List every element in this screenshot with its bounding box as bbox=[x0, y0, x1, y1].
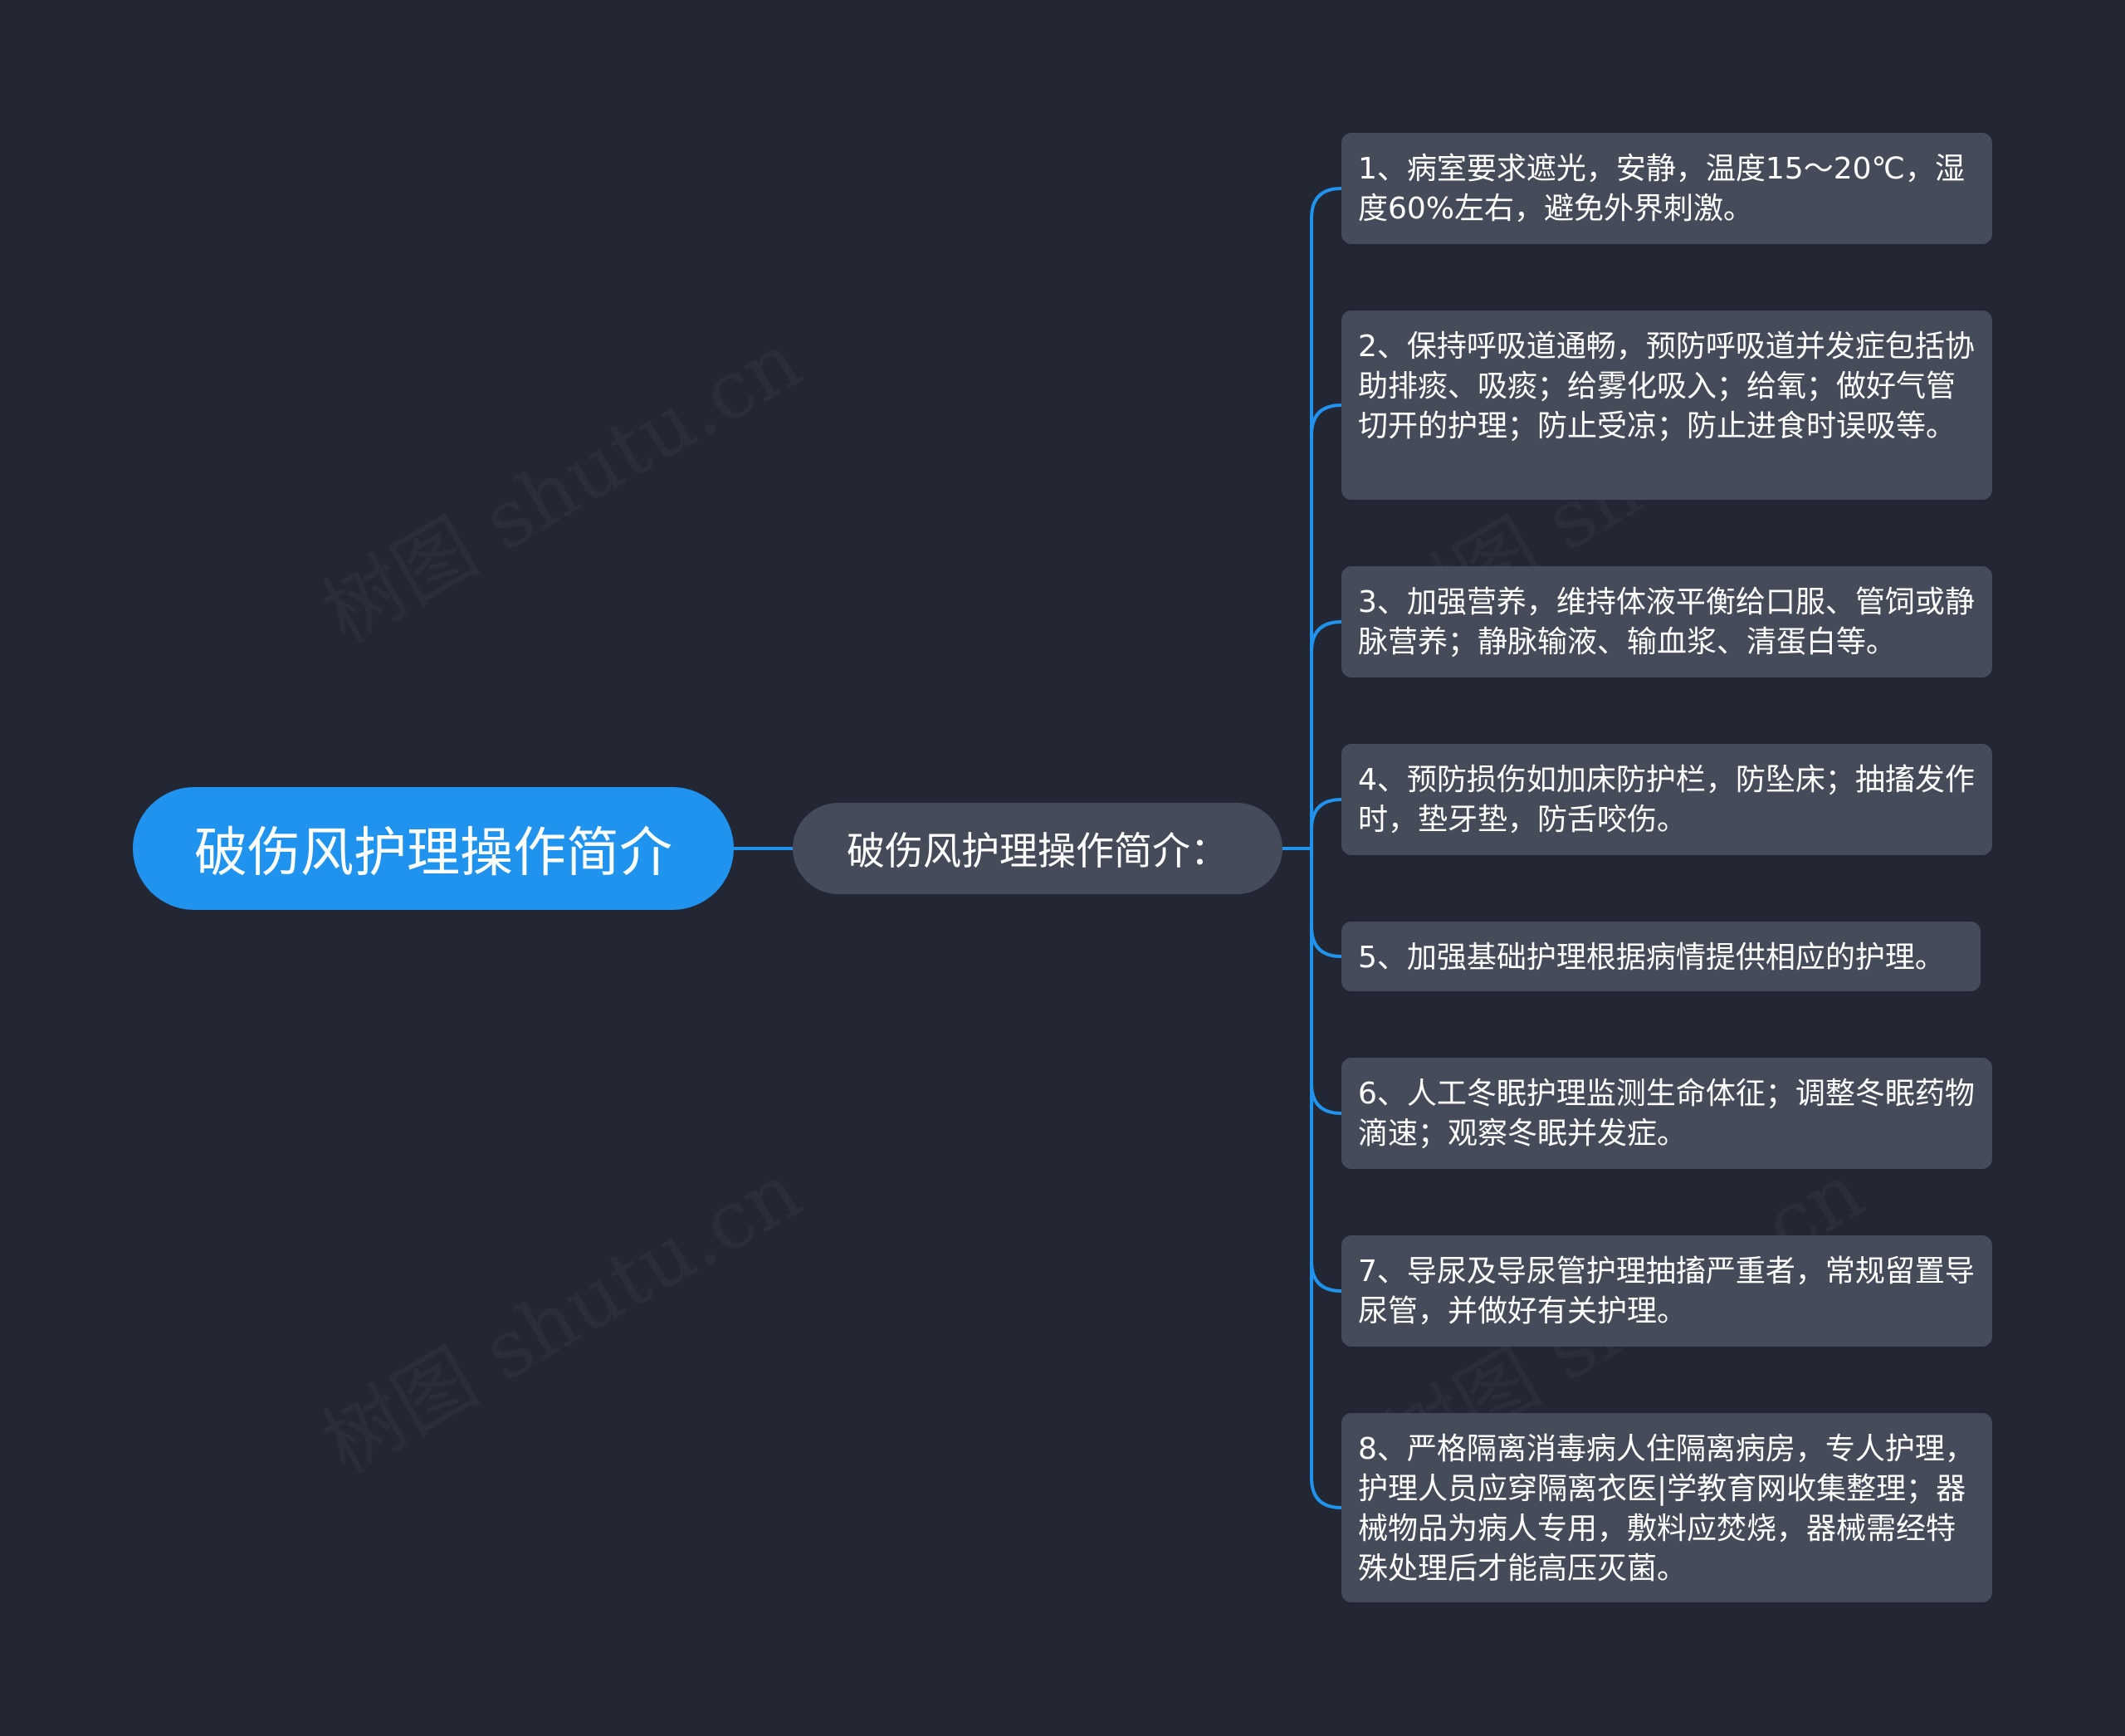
leaf-node-7[interactable]: 7、导尿及导尿管护理抽搐严重者，常规留置导尿管，并做好有关护理。 bbox=[1341, 1235, 1992, 1347]
leaf-node-2[interactable]: 2、保持呼吸道通畅，预防呼吸道并发症包括协助排痰、吸痰；给雾化吸入；给氧；做好气… bbox=[1341, 311, 1992, 500]
leaf-connector-line-5 bbox=[1310, 848, 1342, 958]
leaf-node-label: 5、加强基础护理根据病情提供相应的护理。 bbox=[1358, 941, 1945, 975]
leaf-connector-line-6 bbox=[1310, 848, 1342, 1115]
leaf-connector-line-7 bbox=[1310, 848, 1342, 1293]
leaf-node-8[interactable]: 8、严格隔离消毒病人住隔离病房，专人护理，护理人员应穿隔离衣医|学教育网收集整理… bbox=[1341, 1413, 1992, 1602]
leaf-node-label: 3、加强营养，维持体液平衡给口服、管饲或静脉营养；静脉输液、输血浆、清蛋白等。 bbox=[1358, 585, 1975, 659]
leaf-node-label: 8、严格隔离消毒病人住隔离病房，专人护理，护理人员应穿隔离衣医|学教育网收集整理… bbox=[1358, 1432, 1975, 1586]
leaf-node-label: 2、保持呼吸道通畅，预防呼吸道并发症包括协助排痰、吸痰；给雾化吸入；给氧；做好气… bbox=[1358, 330, 1975, 443]
leaf-node-1[interactable]: 1、病室要求遮光，安静，温度15～20℃，湿度60%左右，避免外界刺激。 bbox=[1341, 133, 1992, 244]
leaf-node-3[interactable]: 3、加强营养，维持体液平衡给口服、管饲或静脉营养；静脉输液、输血浆、清蛋白等。 bbox=[1341, 566, 1992, 677]
leaf-node-label: 4、预防损伤如加床防护栏，防坠床；抽搐发作时，垫牙垫，防舌咬伤。 bbox=[1358, 763, 1975, 837]
leaf-connector-line-1 bbox=[1310, 187, 1342, 848]
leaf-node-6[interactable]: 6、人工冬眠护理监测生命体征；调整冬眠药物滴速；观察冬眠并发症。 bbox=[1341, 1058, 1992, 1169]
leaf-node-label: 7、导尿及导尿管护理抽搐严重者，常规留置导尿管，并做好有关护理。 bbox=[1358, 1254, 1975, 1328]
leaf-node-label: 6、人工冬眠护理监测生命体征；调整冬眠药物滴速；观察冬眠并发症。 bbox=[1358, 1077, 1975, 1151]
root-topic-label: 破伤风护理操作简介 bbox=[194, 823, 672, 884]
leaf-connector-line-2 bbox=[1310, 403, 1342, 848]
leaf-node-5[interactable]: 5、加强基础护理根据病情提供相应的护理。 bbox=[1341, 922, 1981, 991]
leaf-node-4[interactable]: 4、预防损伤如加床防护栏，防坠床；抽搐发作时，垫牙垫，防舌咬伤。 bbox=[1341, 744, 1992, 855]
branch-topic-node[interactable]: 破伤风护理操作简介： bbox=[793, 803, 1282, 894]
leaf-connector-line-4 bbox=[1310, 798, 1342, 848]
leaf-node-label: 1、病室要求遮光，安静，温度15～20℃，湿度60%左右，避免外界刺激。 bbox=[1358, 152, 1965, 226]
branch-topic-label: 破伤风护理操作简介： bbox=[847, 829, 1229, 873]
root-topic-node[interactable]: 破伤风护理操作简介 bbox=[133, 787, 734, 910]
leaf-connector-line-8 bbox=[1310, 848, 1342, 1509]
leaf-connector-line-3 bbox=[1310, 620, 1342, 848]
